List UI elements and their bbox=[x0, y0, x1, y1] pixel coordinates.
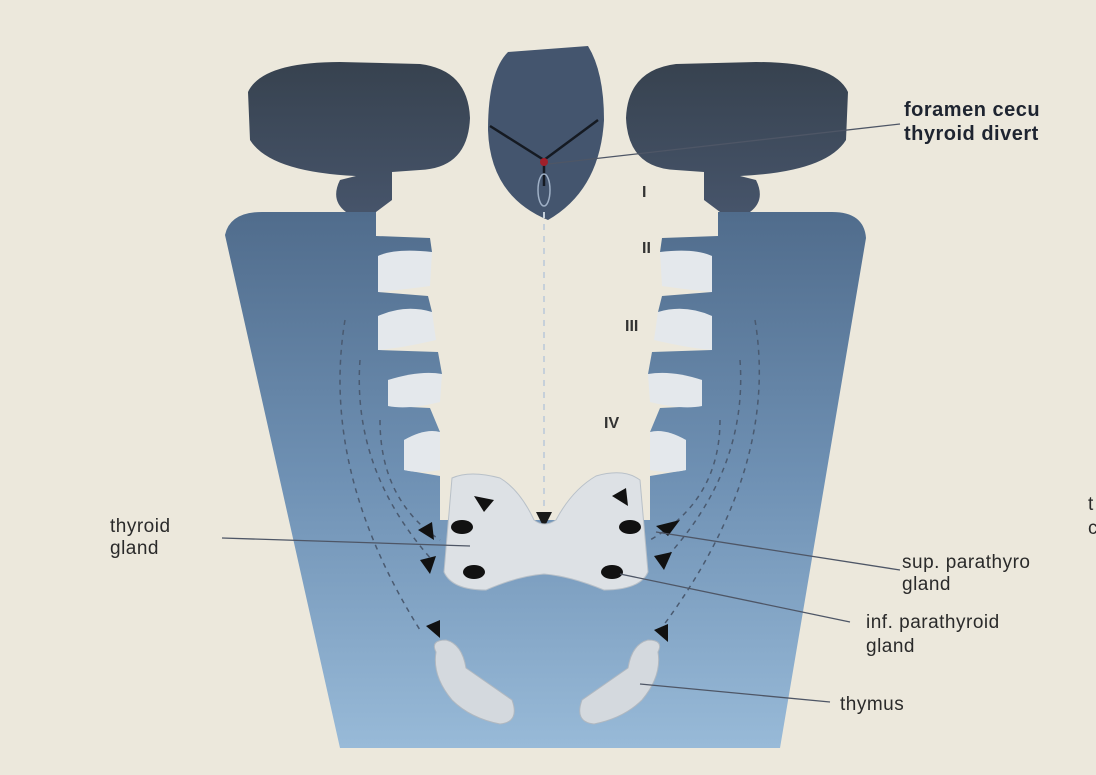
thyroid-diverticulum-label: thyroid divert bbox=[904, 124, 1039, 145]
edge-fragment-2: c bbox=[1088, 518, 1096, 539]
foramen-cecum-dot bbox=[540, 158, 548, 166]
sup-parathyroid-label-line2: gland bbox=[902, 574, 951, 595]
pouch-label-ii: II bbox=[642, 240, 651, 258]
pouch-label-iv: IV bbox=[604, 415, 619, 433]
sup-parathyroid-label-line1: sup. parathyro bbox=[902, 552, 1030, 573]
thymus-label: thymus bbox=[840, 694, 904, 715]
pouch-label-iii: III bbox=[625, 318, 638, 336]
pouch-label-i: I bbox=[642, 184, 646, 202]
left-arch bbox=[248, 62, 470, 212]
inf-parathyroid-label-line1: inf. parathyroid bbox=[866, 612, 1000, 633]
thyroid-gland-label-line1: thyroid bbox=[110, 516, 171, 537]
thyroid-gland-label-line2: gland bbox=[110, 538, 159, 559]
tongue-bud bbox=[488, 46, 604, 220]
foramen-cecum-label: foramen cecu bbox=[904, 100, 1040, 121]
inf-parathyroid-label-line2: gland bbox=[866, 636, 915, 657]
edge-fragment-1: t bbox=[1088, 494, 1094, 515]
right-arch bbox=[626, 62, 848, 212]
